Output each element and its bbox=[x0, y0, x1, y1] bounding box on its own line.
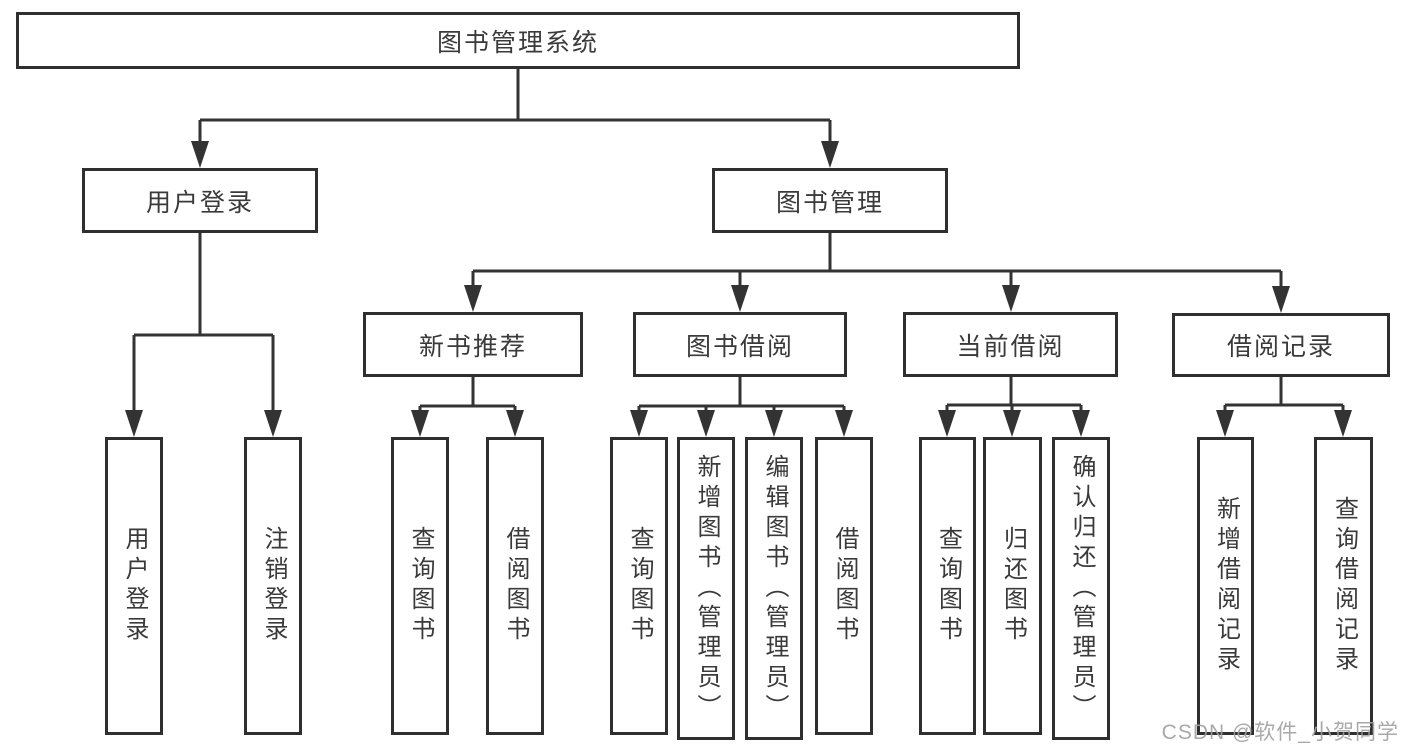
leaf-return-books-label: 归还图书 bbox=[999, 526, 1027, 646]
node-current-borrow: 当前借阅 bbox=[903, 312, 1118, 377]
leaf-edit-books-admin-label: 编辑图书（管理员） bbox=[761, 453, 788, 724]
node-book-management: 图书管理 bbox=[712, 168, 948, 233]
leaf-query-books-borrow: 查询图书 bbox=[610, 437, 668, 735]
leaf-edit-books-admin: 编辑图书（管理员） bbox=[745, 437, 803, 740]
leaf-logout: 注销登录 bbox=[244, 437, 302, 735]
leaf-return-books: 归还图书 bbox=[983, 437, 1042, 735]
node-borrow-records-label: 借阅记录 bbox=[1226, 333, 1335, 361]
leaf-add-books-admin: 新增图书（管理员） bbox=[677, 437, 735, 740]
leaf-query-books-current: 查询图书 bbox=[919, 437, 976, 735]
node-library-system: 图书管理系统 bbox=[16, 12, 1020, 69]
leaf-add-books-admin-label: 新增图书（管理员） bbox=[693, 453, 720, 724]
node-book-borrow: 图书借阅 bbox=[633, 312, 847, 377]
leaf-confirm-return-admin: 确认归还（管理员） bbox=[1052, 437, 1110, 740]
leaf-confirm-return-admin-label: 确认归还（管理员） bbox=[1068, 453, 1095, 724]
leaf-query-books-recommend-label: 查询图书 bbox=[407, 526, 434, 646]
leaf-borrow-books: 借阅图书 bbox=[815, 437, 873, 735]
node-library-system-label: 图书管理系统 bbox=[436, 28, 599, 57]
leaf-user-login-label: 用户登录 bbox=[121, 526, 148, 646]
leaf-query-borrow-record-label: 查询借阅记录 bbox=[1330, 496, 1358, 676]
leaf-borrow-books-recommend: 借阅图书 bbox=[486, 437, 544, 735]
node-book-borrow-label: 图书借阅 bbox=[685, 332, 794, 361]
leaf-logout-label: 注销登录 bbox=[260, 526, 287, 646]
node-new-book-recommend: 新书推荐 bbox=[363, 312, 583, 377]
watermark: CSDN @软件_小贺同学 bbox=[1161, 721, 1399, 744]
leaf-query-books-recommend: 查询图书 bbox=[391, 437, 449, 735]
leaf-add-borrow-record: 新增借阅记录 bbox=[1197, 437, 1254, 735]
node-user-login: 用户登录 bbox=[82, 168, 318, 233]
leaf-borrow-books-recommend-label: 借阅图书 bbox=[502, 526, 529, 646]
node-book-management-label: 图书管理 bbox=[775, 188, 884, 217]
leaf-query-books-current-label: 查询图书 bbox=[934, 526, 962, 646]
leaf-query-borrow-record: 查询借阅记录 bbox=[1314, 437, 1373, 735]
leaf-user-login: 用户登录 bbox=[105, 437, 163, 735]
node-user-login-label: 用户登录 bbox=[145, 188, 254, 217]
node-new-book-recommend-label: 新书推荐 bbox=[418, 332, 527, 361]
node-borrow-records: 借阅记录 bbox=[1172, 313, 1390, 377]
leaf-query-books-borrow-label: 查询图书 bbox=[626, 526, 653, 646]
leaf-borrow-books-label: 借阅图书 bbox=[831, 526, 858, 646]
node-current-borrow-label: 当前借阅 bbox=[956, 332, 1065, 361]
leaf-add-borrow-record-label: 新增借阅记录 bbox=[1212, 496, 1240, 676]
